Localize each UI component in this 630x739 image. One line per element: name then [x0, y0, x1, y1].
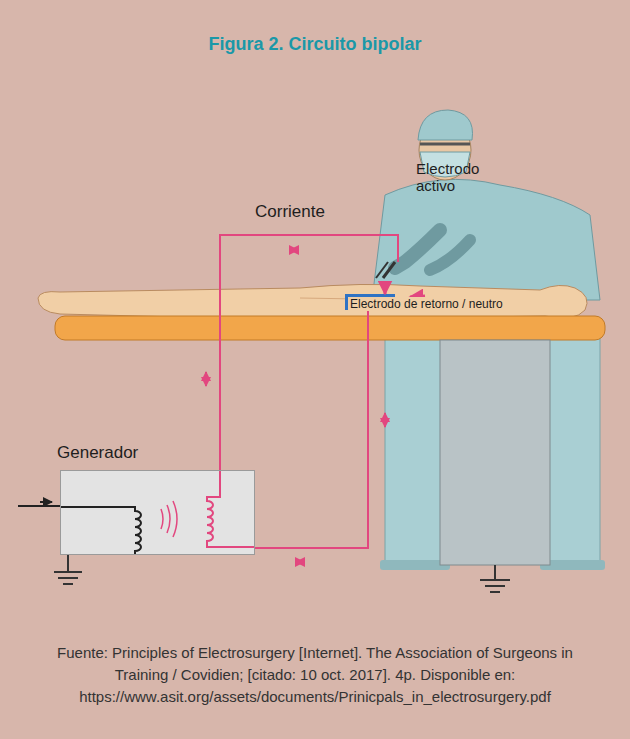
- current-arrow: [384, 284, 387, 294]
- ground-symbol: [54, 555, 82, 584]
- input-line: [18, 505, 60, 507]
- input-arrow: [40, 501, 52, 503]
- patient: [38, 284, 587, 320]
- current-label: Corriente: [255, 202, 325, 222]
- figure-title: Figura 2. Circuito bipolar: [0, 34, 630, 55]
- generator-label: Generador: [57, 443, 138, 463]
- table-pedestal: [440, 340, 550, 565]
- active-electrode-label: Electrodo activo: [416, 160, 498, 194]
- figure-caption: Fuente: Principles of Electrosurgery [In…: [45, 642, 585, 708]
- surgeon: [372, 110, 600, 300]
- transformer-symbol: [61, 471, 254, 554]
- ground-symbol: [480, 565, 510, 592]
- return-electrode-label: Electrodo de retorno / neutro: [348, 297, 505, 311]
- table-mattress: [55, 316, 605, 340]
- surgeon-legs: [380, 338, 605, 570]
- generator-box: Generador: [60, 470, 255, 555]
